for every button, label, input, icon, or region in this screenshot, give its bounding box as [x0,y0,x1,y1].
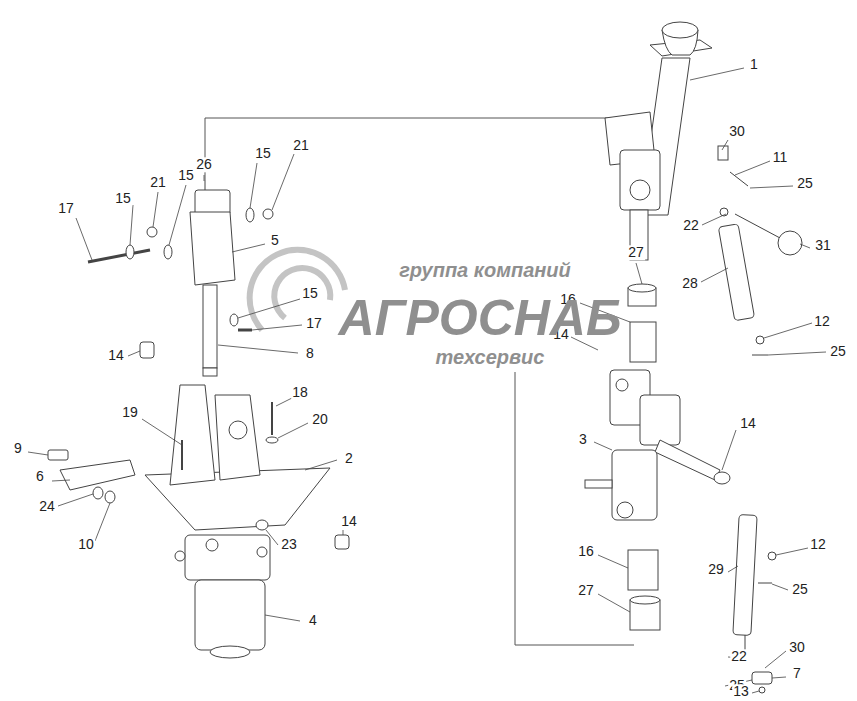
callout-number: 16 [577,544,595,559]
callout-number: 15 [254,146,272,161]
watermark-logo [250,250,345,330]
callout-number: 15 [177,168,195,183]
callout-number: 21 [149,175,167,190]
callout-number: 26 [195,157,213,172]
callout-number: 27 [577,583,595,598]
callout-number: 29 [707,562,725,577]
callout-number: 12 [809,537,827,552]
callout-number: 21 [292,138,310,153]
callout-number: 22 [730,649,748,664]
watermark-text: техсервис [435,346,546,368]
hydraulic-cylinders [718,146,802,693]
callout-number: 9 [13,441,23,456]
callout-number: 4 [308,613,318,628]
callout-number: 8 [305,346,315,361]
callout-number: 18 [291,385,309,400]
watermark-text: АГРОСНАБ [338,291,623,346]
callout-number: 15 [114,191,132,206]
callout-number: 3 [578,432,588,447]
callout-number: 13 [732,684,750,699]
callout-number: 25 [829,344,847,359]
callout-number: 19 [121,405,139,420]
callout-number: 27 [627,245,645,260]
callout-number: 23 [280,537,298,552]
callout-number: 17 [305,316,323,331]
callout-number: 10 [77,537,95,552]
callout-number: 25 [791,582,809,597]
callout-number: 11 [772,150,789,165]
callout-number: 22 [682,218,700,233]
callout-number: 25 [796,176,814,191]
leader-lines [28,68,826,693]
callout-number: 20 [311,412,329,427]
callout-number: 14 [107,348,125,363]
callout-number: 31 [814,238,832,253]
callout-number: 2 [344,451,354,466]
callout-number: 28 [681,276,699,291]
watermark-text: группа компаний [398,259,572,281]
callout-number: 24 [38,499,56,514]
callout-number: 6 [35,469,45,484]
callout-number: 7 [792,666,802,681]
callout-number: 30 [728,124,746,139]
callout-number: 17 [57,201,75,216]
callout-number: 5 [270,233,280,248]
callout-number: 1 [749,57,759,72]
pump-assembly [48,180,349,658]
callout-number: 15 [301,286,319,301]
callout-number: 14 [340,514,358,529]
callout-number: 30 [788,640,806,655]
callout-number: 14 [739,416,757,431]
callout-number: 12 [813,314,831,329]
